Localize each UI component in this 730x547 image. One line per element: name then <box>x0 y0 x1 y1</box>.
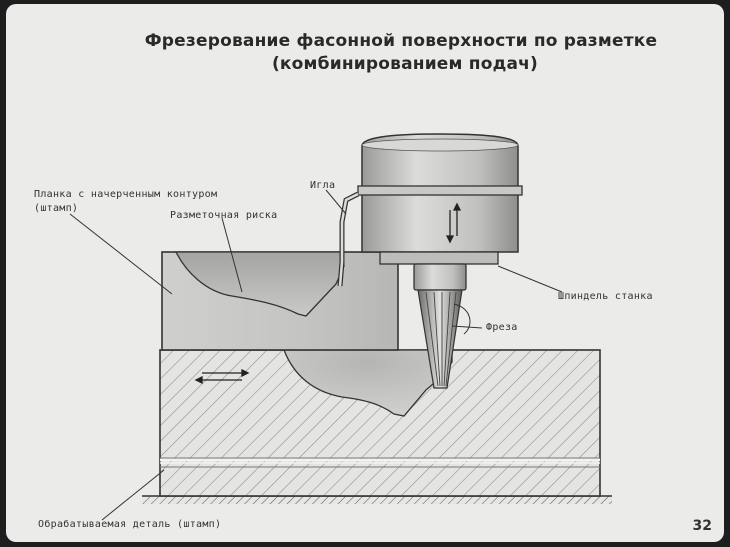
page-subtitle: (комбинированием подач) <box>271 54 539 74</box>
cutter <box>413 263 471 389</box>
label-marking-line: Разметочная риска <box>170 210 278 221</box>
slide: Фрезерование фасонной поверхности по раз… <box>6 4 724 542</box>
machine-table <box>142 495 612 504</box>
leader-lines <box>69 189 563 521</box>
label-plate: Планка с начерченным контуром <box>34 189 218 200</box>
marked-contour <box>174 251 345 317</box>
feed-direction-arrows <box>194 368 250 385</box>
page-number: 32 <box>692 518 712 534</box>
label-cutter: Фреза <box>486 322 518 333</box>
label-spindle: Шпиндель станка <box>558 291 653 302</box>
milling-diagram <box>69 133 612 521</box>
template-plate <box>161 251 399 351</box>
needle <box>337 191 360 287</box>
spindle <box>357 133 523 265</box>
label-needle: Игла <box>310 180 336 191</box>
label-workpiece: Обрабатываемая деталь (штамп) <box>38 519 222 530</box>
page-title: Фрезерование фасонной поверхности по раз… <box>144 31 658 51</box>
label-plate-note: (штамп) <box>34 203 79 214</box>
vertical-feed-arrow <box>445 202 462 244</box>
